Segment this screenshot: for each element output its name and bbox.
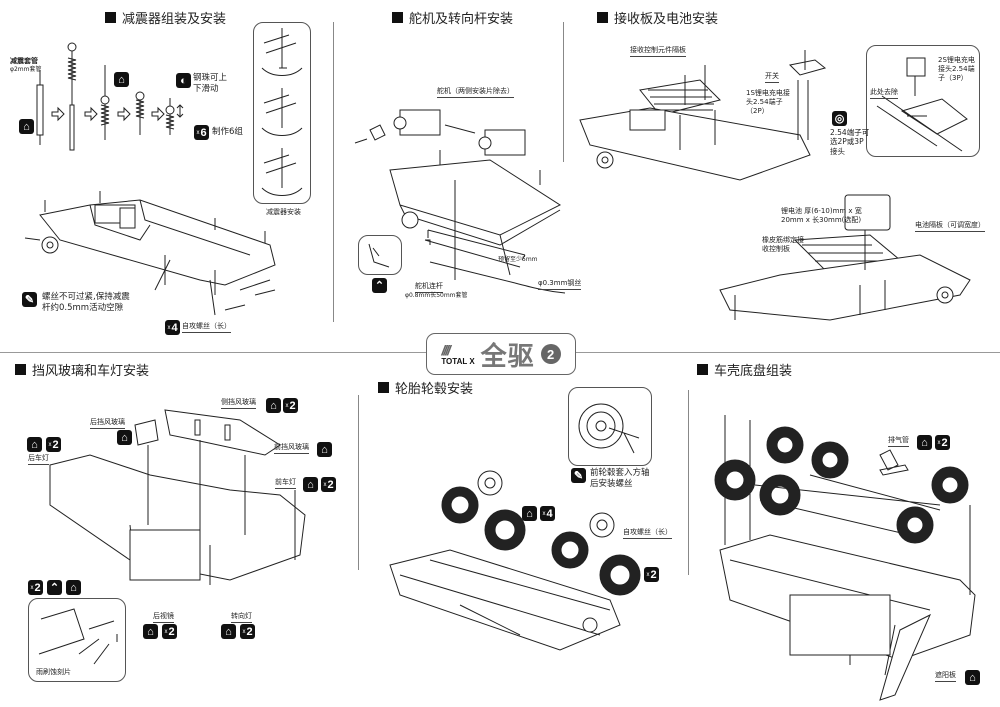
inset-shock-install: [253, 22, 311, 204]
receiver-mount-drawing: [579, 50, 827, 181]
divider-mid-left: [0, 352, 426, 353]
divider-top-1: [333, 22, 334, 322]
label-side-glass: 侧挡风玻璃: [221, 398, 256, 409]
note-ball-slide: 钢珠可上下滑动: [193, 73, 228, 95]
body-chassis-assembly-drawing: [714, 415, 976, 701]
label-battery-divider: 电池隔板（可调宽度）: [915, 221, 985, 232]
section-title-servo: 舵机及转向杆安装: [392, 8, 513, 27]
label-receiver-board: 接收控制元件隔板: [630, 46, 686, 57]
link-bend-detail-drawing: [368, 243, 390, 268]
label-screw-long-wheels: 自攻螺丝（长）: [623, 528, 672, 539]
label-rear-light: 后车灯: [28, 454, 49, 465]
logo-title: 全驱: [480, 341, 535, 372]
note-make-sets: 制作6组: [212, 127, 243, 137]
screwdriver-icon: ⌂: [522, 506, 537, 521]
glue-icon: ⌂: [221, 624, 236, 639]
glue-icon: ⌂: [266, 398, 281, 413]
glue-icon: ⌂: [114, 72, 129, 87]
rotate-icon: ◎: [832, 111, 847, 126]
front-hub-detail-drawing: [578, 403, 640, 454]
glue-icon: ⌂: [303, 477, 318, 492]
glue-icon: ⌂: [19, 119, 34, 134]
wheels-chassis-drawing: [389, 470, 641, 651]
divider-top-2: [563, 22, 564, 162]
label-exhaust: 排气管: [888, 436, 909, 447]
bend-icon: ⌃: [47, 580, 62, 595]
shock-install-detail-drawing: [261, 28, 303, 196]
chassis-shock-drawing: [24, 191, 276, 316]
label-link-spec: φ0.8mm长50mm套管: [405, 292, 468, 299]
glue-icon: ⌂: [27, 437, 42, 452]
inset-caption-shock: 减震器安装: [266, 208, 301, 216]
label-front-light: 前车灯: [275, 478, 296, 489]
inset-wiper: [28, 598, 126, 682]
label-1s-connector: 1S锂电充电接头2.54端子（2P）: [746, 89, 790, 115]
logo-brand: TOTAL X: [441, 356, 475, 366]
label-wiper: 雨刷蚀刻片: [36, 668, 71, 676]
label-turn-light: 转向灯: [231, 612, 252, 623]
glue-icon: ⌂: [317, 442, 332, 457]
label-reserve: 预留至少5mm: [498, 256, 538, 263]
label-steel-wire: φ0.3mm钢丝: [538, 279, 582, 290]
label-2s-connector: 2S锂电充电接头2.54端子（3P）: [938, 56, 975, 82]
label-remove-here: 此处去除: [870, 88, 898, 99]
battery-mount-drawing: [719, 194, 971, 321]
wiper-detail-drawing: [38, 608, 118, 665]
section-title-shock: 减震器组装及安装: [105, 8, 226, 27]
glue-icon: ⌂: [66, 580, 81, 595]
page-number: 2: [540, 344, 561, 364]
logo: //// TOTAL X 全驱 2: [426, 333, 576, 375]
label-switch: 开关: [765, 72, 779, 83]
body-windshield-drawing: [49, 409, 306, 585]
inset-front-hub: [568, 387, 652, 466]
label-tube-spec: φ2mm套管: [10, 66, 42, 73]
steering-link-parts-drawing: [424, 229, 566, 294]
label-servo-link: 舵机连杆: [415, 282, 443, 293]
label-screw-long: 自攻螺丝（长）: [182, 322, 231, 333]
note-screw-tightness: 螺丝不可过紧,保持减震杆约0.5mm活动空隙: [42, 292, 130, 314]
bend-icon: ⌃: [372, 278, 387, 293]
logo-stripes: ////: [441, 341, 450, 358]
label-battery: 锂电池 厚(6-10)mm x 宽20mm x 长30mm(选配): [781, 207, 862, 224]
glue-icon: ⌂: [117, 430, 132, 445]
shock-assembly-drawing: [36, 42, 184, 151]
glue-icon: ⌂: [143, 624, 158, 639]
note-connector-choice: 2.54端子可选2P或3P接头: [830, 128, 870, 156]
glue-icon: ⌂: [965, 670, 980, 685]
note-front-hub: 前轮毂套入方轴后安装螺丝: [590, 468, 650, 490]
divider-bottom-2: [688, 390, 689, 575]
divider-mid-right: [574, 352, 1000, 353]
section-title-receiver: 接收板及电池安装: [597, 8, 718, 27]
label-mirror: 后视镜: [153, 612, 174, 623]
label-rear-glass: 后挡风玻璃: [90, 418, 125, 429]
label-sun-visor: 遮阳板: [935, 671, 956, 682]
label-damper-tube: 减震套管: [10, 57, 38, 65]
label-servo: 舵机（两侧安装片除去）: [437, 87, 514, 98]
screwdriver-icon: ✎: [571, 468, 586, 483]
label-front-glass: 前挡风玻璃: [274, 443, 309, 454]
label-rubber-band: 橡皮筋绑定接收控制板: [762, 236, 804, 253]
section-title-wheels: 轮胎轮毂安装: [378, 378, 473, 397]
screwdriver-icon: ✎: [22, 292, 37, 307]
section-title-windshield: 挡风玻璃和车灯安装: [15, 360, 149, 379]
divider-bottom-1: [358, 395, 359, 570]
servo-steering-drawing: [354, 109, 562, 280]
section-title-body: 车壳底盘组装: [697, 360, 792, 379]
inset-servo-link: [358, 235, 402, 275]
connector-detail-drawing: [876, 57, 968, 152]
inset-2s-connector: [866, 45, 980, 157]
glue-icon: ⌂: [917, 435, 932, 450]
slide-icon: ◐: [176, 73, 191, 88]
